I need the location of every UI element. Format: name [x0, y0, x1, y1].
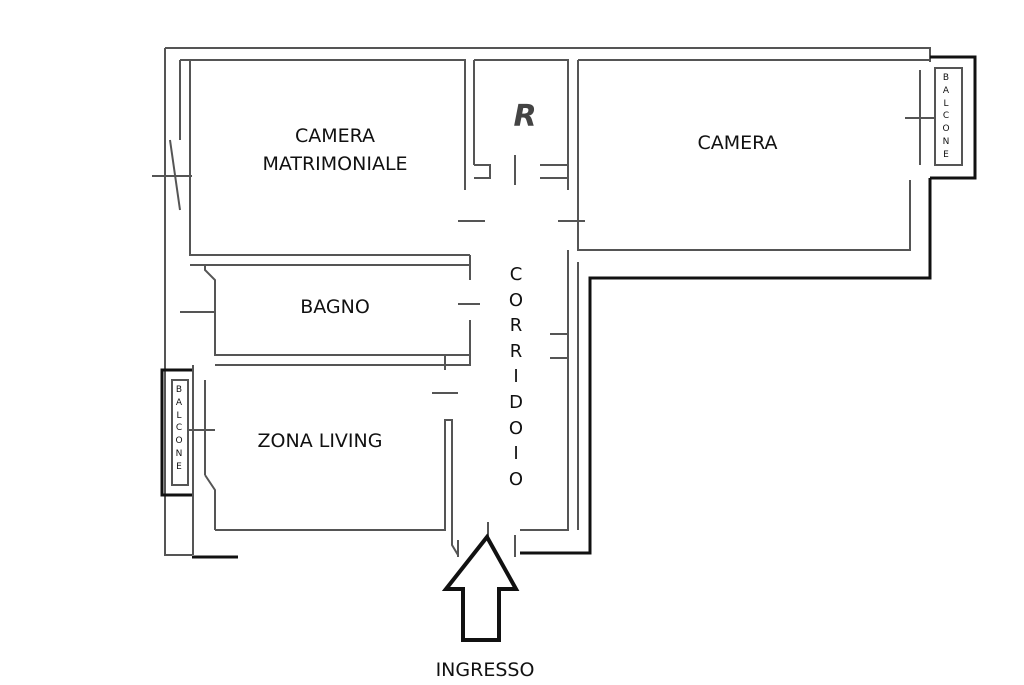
vertical-letter: L	[943, 98, 949, 109]
right-balcony	[930, 55, 977, 180]
vertical-letter: R	[509, 340, 523, 362]
left-window	[152, 139, 192, 211]
vertical-letter: O	[942, 124, 950, 135]
vertical-letter: R	[509, 315, 523, 337]
vertical-letter: C	[509, 264, 523, 285]
camera-walls	[520, 60, 935, 555]
camera-matrimoniale-label: CAMERA MATRIMONIALE	[262, 125, 408, 175]
ingresso-label: INGRESSO	[435, 659, 535, 681]
vertical-letter: A	[175, 397, 183, 408]
vertical-letter: O	[508, 417, 524, 439]
vertical-letter: E	[943, 149, 949, 160]
vertical-letter: B	[175, 385, 183, 395]
vertical-letter: L	[176, 410, 182, 421]
bagno-walls	[180, 255, 471, 370]
zona-living-label: ZONA LIVING	[257, 430, 383, 452]
camera-label: CAMERA	[697, 132, 778, 154]
left-balcony	[160, 365, 216, 555]
vertical-letter: O	[175, 436, 183, 447]
vertical-letter: I	[513, 443, 519, 465]
vertical-letter: C	[175, 423, 183, 434]
door-markers	[432, 220, 585, 540]
vertical-letter: N	[942, 136, 950, 147]
living-walls	[192, 419, 516, 559]
vertical-letter: A	[942, 85, 950, 96]
vertical-letter: N	[175, 448, 183, 459]
up-arrow-icon	[441, 533, 520, 642]
vertical-letter: B	[942, 73, 950, 83]
vertical-letter: O	[508, 468, 524, 490]
vertical-letter: I	[513, 366, 519, 388]
vertical-letter: D	[509, 391, 523, 413]
bagno-label: BAGNO	[300, 296, 370, 318]
vertical-letter: E	[176, 461, 182, 472]
ripostiglio-walls	[474, 155, 569, 185]
vertical-letter: O	[508, 289, 524, 311]
ripostiglio-label: R	[513, 99, 537, 134]
vertical-letter: C	[942, 111, 950, 122]
